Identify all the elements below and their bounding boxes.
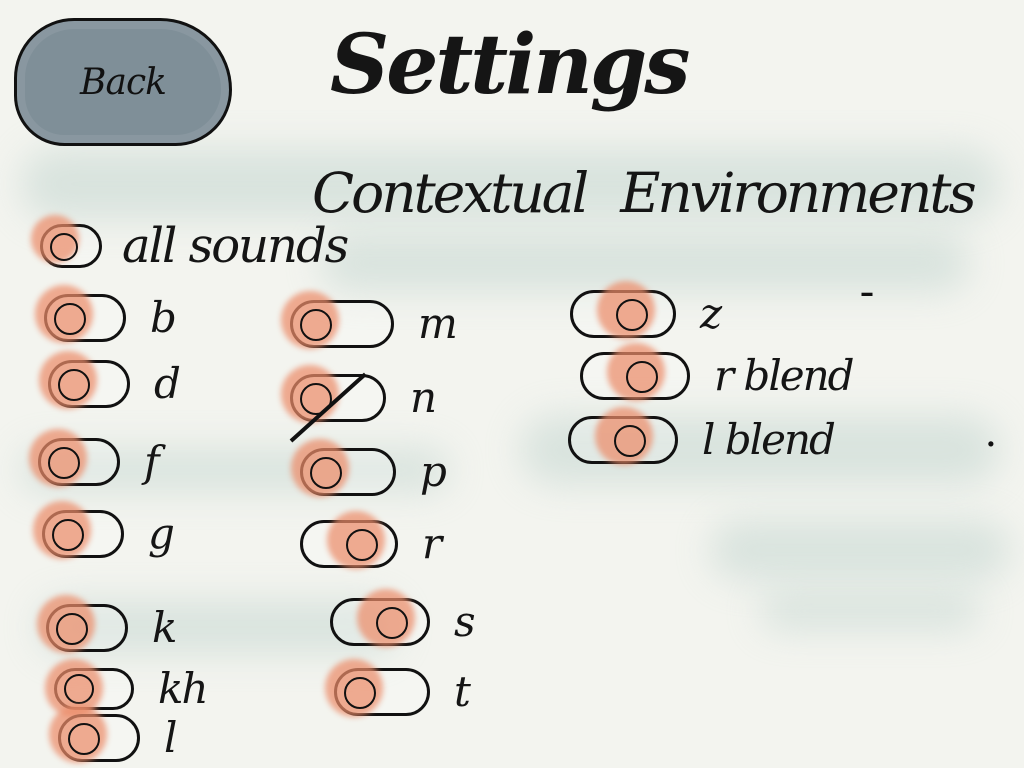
- sound-toggle-m[interactable]: [290, 300, 394, 348]
- sound-toggle-p[interactable]: [289, 372, 396, 496]
- toggle-knob: [616, 299, 648, 331]
- sound-label-s: s: [454, 597, 476, 646]
- sound-option-kh[interactable]: kh: [54, 664, 208, 713]
- sound-option-f[interactable]: f: [38, 437, 159, 486]
- sound-label-m: m: [418, 299, 458, 348]
- sound-option-r-blend[interactable]: r blend: [580, 351, 855, 400]
- toggle-knob: [58, 369, 90, 401]
- toggle-knob: [48, 447, 80, 479]
- background-wash: [320, 234, 970, 292]
- sound-label-z: z: [700, 289, 722, 338]
- small-dot-mark: .: [986, 420, 996, 453]
- sound-option-l-blend[interactable]: l blend: [568, 415, 836, 464]
- subtitle-left: Contextual: [312, 160, 589, 225]
- sound-label-kh: kh: [158, 664, 208, 713]
- sound-label-d: d: [154, 359, 181, 408]
- sound-toggle-b[interactable]: [44, 294, 126, 342]
- sound-option-s[interactable]: s: [330, 597, 476, 646]
- sound-option-b[interactable]: b: [44, 293, 177, 342]
- all-sounds-row[interactable]: all sounds: [40, 218, 349, 274]
- sound-option-g[interactable]: g: [42, 509, 175, 558]
- sound-toggle-g[interactable]: [42, 510, 124, 558]
- sound-option-k[interactable]: k: [46, 603, 177, 652]
- sound-toggle-l-blend[interactable]: [568, 416, 678, 464]
- sound-toggle-d[interactable]: [48, 360, 130, 408]
- sound-label-k: k: [152, 603, 177, 652]
- background-wash: [20, 148, 1000, 220]
- sound-label-t: t: [454, 667, 471, 716]
- sound-option-r[interactable]: r: [300, 519, 442, 568]
- toggle-knob: [68, 723, 100, 755]
- back-button[interactable]: Back: [14, 18, 232, 146]
- sound-label-g: g: [148, 509, 175, 558]
- toggle-knob: [56, 613, 88, 645]
- sound-option-t[interactable]: t: [334, 667, 471, 716]
- page-title: Settings: [330, 17, 690, 113]
- sound-label-b: b: [150, 293, 177, 342]
- page-subtitle: Contextual Environments: [312, 148, 1002, 238]
- toggle-knob: [376, 607, 408, 639]
- sound-toggle-f[interactable]: [38, 438, 120, 486]
- all-sounds-label: all sounds: [122, 218, 349, 274]
- toggle-knob: [344, 677, 376, 709]
- toggle-knob: [300, 309, 332, 341]
- sound-toggle-r-blend[interactable]: [580, 352, 690, 400]
- sound-option-l[interactable]: l: [58, 713, 178, 762]
- sound-option-m[interactable]: m: [290, 299, 458, 348]
- toggle-knob: [54, 303, 86, 335]
- small-tick-mark: –: [860, 276, 874, 309]
- toggle-knob: [64, 674, 94, 704]
- sound-toggle-l[interactable]: [58, 714, 140, 762]
- background-wash: [710, 520, 1010, 580]
- sound-option-n[interactable]: n: [290, 373, 437, 422]
- sound-label-r-blend: r blend: [714, 351, 855, 400]
- sound-option-d[interactable]: d: [48, 359, 181, 408]
- all-sounds-toggle[interactable]: [40, 224, 102, 268]
- sound-label-r: r: [422, 519, 442, 568]
- sound-toggle-s[interactable]: [330, 598, 430, 646]
- toggle-knob: [310, 457, 342, 489]
- sound-label-f: f: [144, 437, 159, 486]
- sound-toggle-r[interactable]: [300, 520, 398, 568]
- sound-toggle-z[interactable]: [570, 290, 676, 338]
- back-button-label: Back: [80, 61, 167, 103]
- sound-toggle-kh[interactable]: [54, 668, 134, 710]
- subtitle-right: Environments: [620, 160, 977, 225]
- background-wash: [760, 592, 980, 630]
- sound-toggle-t[interactable]: [334, 668, 430, 716]
- toggle-knob: [614, 425, 646, 457]
- toggle-knob: [52, 519, 84, 551]
- sound-option-p[interactable]: p: [289, 372, 447, 496]
- toggle-knob: [346, 529, 378, 561]
- sound-label-p: p: [420, 447, 447, 496]
- sound-label-l: l: [164, 713, 178, 762]
- toggle-knob: [626, 361, 658, 393]
- sound-option-z[interactable]: z: [570, 289, 722, 338]
- sound-label-l-blend: l blend: [702, 415, 836, 464]
- sound-toggle-k[interactable]: [46, 604, 128, 652]
- sound-label-n: n: [410, 373, 437, 422]
- toggle-knob: [50, 233, 78, 261]
